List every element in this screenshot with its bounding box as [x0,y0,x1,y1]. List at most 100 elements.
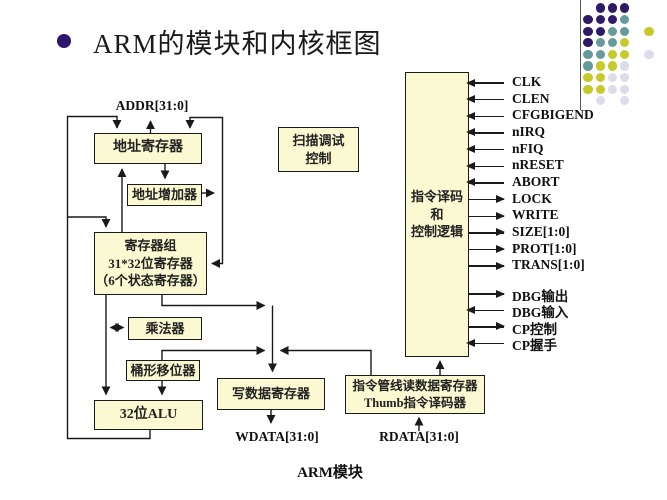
addr-bus-label: ADDR[31:0] [115,98,189,113]
deco-dot [607,61,618,71]
deco-dot [583,84,593,94]
deco-dot [607,49,618,60]
instruction-pipeline-box: 指令管线读数据寄存器 Thumb指令译码器 [345,375,485,414]
arrow-right-icon [496,261,505,270]
arrow-right-icon [496,245,505,253]
deco-dot [595,84,605,94]
signal-line [468,248,504,251]
deco-dot [619,49,630,60]
deco-dot [619,72,630,83]
signal-label: CFGBIGEND [512,107,594,123]
signal-label: WRITE [512,207,559,223]
write-data-register-box: 写数据寄存器 [217,378,325,410]
deco-dot [595,61,605,71]
deco-dot [595,26,605,36]
wire-register-bank-bbus [161,293,266,311]
deco-dot [595,3,605,13]
signal-label: CP握手 [512,338,557,354]
signal-label: nRESET [512,157,564,173]
arrow-left-icon [466,338,475,347]
deco-dot [583,26,593,36]
signal-label: ABORT [512,173,560,189]
wdata-bus-label: WDATA[31:0] [235,429,319,444]
signal-line [468,198,504,201]
arrow-right-icon [496,228,505,237]
arrow-left-icon [466,111,475,120]
signal-line [468,232,504,234]
scan-debug-box: 扫描调试 控制 [278,127,359,172]
deco-dot [607,14,618,25]
signal-label: nIRQ [512,123,546,139]
deco-dot [619,38,630,48]
deco-dot [607,26,618,36]
signal-line [468,98,504,101]
deco-dot [619,3,630,13]
deco-dot [607,84,618,94]
deco-dot [619,14,630,25]
signal-line [468,132,504,134]
multiplier-box: 乘法器 [128,317,202,340]
deco-dot [583,61,593,71]
arrow-right-icon [496,211,505,220]
deco-dot [595,72,605,83]
diagram-caption: ARM模块 [297,465,363,481]
deco-dot [607,38,618,48]
wire-junction-to-register-bank [211,193,224,269]
deco-dot [583,72,593,83]
barrel-shifter-box: 桶形移位器 [126,360,200,381]
arrow-left-icon [466,305,475,314]
signal-label: nFIQ [512,140,544,156]
deco-dot [595,49,605,60]
wire-abus-to-register-bank [67,216,111,228]
arrow-left-icon [466,178,475,187]
arrow-right-icon [496,195,505,204]
arrow-left-icon [466,128,475,137]
wire-junction-to-address-register [185,116,224,193]
deco-dot [583,38,593,48]
rdata-bus-label: RDATA[31:0] [379,429,459,444]
instruction-decode-box: 指令译码 和 控制逻辑 [405,72,469,357]
address-register-box: 地址寄存器 [94,133,202,164]
deco-dot [644,26,654,36]
title-bullet-icon [57,34,71,48]
deco-dot [595,38,605,48]
signal-line [468,293,504,295]
arrow-right-icon [496,289,505,298]
signal-line [468,148,504,151]
signal-label: DBG输出 [512,289,569,304]
wire-alu-feedback-to-address-register [66,115,151,440]
deco-dot [595,14,605,25]
signal-line [468,82,504,84]
arrow-left-icon [466,78,475,87]
deco-dot [644,49,654,60]
signal-line [468,326,504,328]
signal-line [468,309,504,312]
signal-label: PROT[1:0] [512,240,577,256]
page-title: ARM的模块和内核框图 [93,29,382,59]
arrow-left-icon [466,161,475,170]
register-bank-box: 寄存器组 31*32位寄存器 （6个状态寄存器） [94,232,207,295]
deco-dot [619,26,630,36]
alu-box: 32位ALU [94,400,203,430]
deco-dot [619,96,630,106]
arrow-left-icon [466,145,475,154]
deco-dot [583,14,593,25]
deco-dot [619,84,630,94]
deco-dot [607,72,618,83]
signal-line [468,215,504,217]
signal-line [468,342,504,344]
deco-dot [607,3,618,13]
signal-line [468,265,504,267]
signal-label: LOCK [512,190,552,206]
signal-label: SIZE[1:0] [512,223,570,239]
signal-label: DBG输入 [512,305,569,321]
deco-dot [619,61,630,71]
signal-line [468,165,504,168]
wire-shifter-bus-right [279,345,372,375]
signal-line [468,115,504,118]
signal-label: TRANS[1:0] [512,257,585,273]
arrow-left-icon [466,95,475,104]
arrow-right-icon [496,322,505,331]
